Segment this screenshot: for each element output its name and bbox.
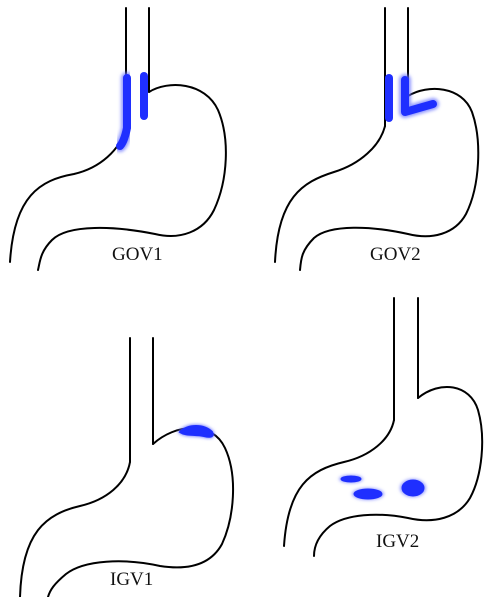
panel-label-gov1: GOV1 [112, 244, 163, 265]
stomach-outline-igv1 [20, 338, 233, 597]
varix-blob-3 [402, 480, 424, 496]
panel-label-igv1: IGV1 [110, 569, 153, 590]
panel-igv2: IGV2 [284, 298, 482, 556]
panel-label-gov2: GOV2 [370, 244, 421, 265]
panel-label-igv2: IGV2 [376, 531, 419, 552]
stomach-outline-igv2 [284, 298, 482, 556]
panel-igv1: IGV1 [20, 338, 233, 597]
varices-igv2 [339, 475, 426, 500]
panel-gov2: GOV2 [275, 8, 478, 270]
varices-igv1 [180, 426, 213, 437]
varix-blob-1 [341, 476, 361, 482]
panel-gov1: GOV1 [10, 8, 226, 270]
varix-blob-2 [354, 489, 382, 499]
varices-gov1 [120, 76, 144, 146]
stomach-outline-gov2 [275, 8, 478, 270]
varices-gov2 [389, 78, 433, 118]
